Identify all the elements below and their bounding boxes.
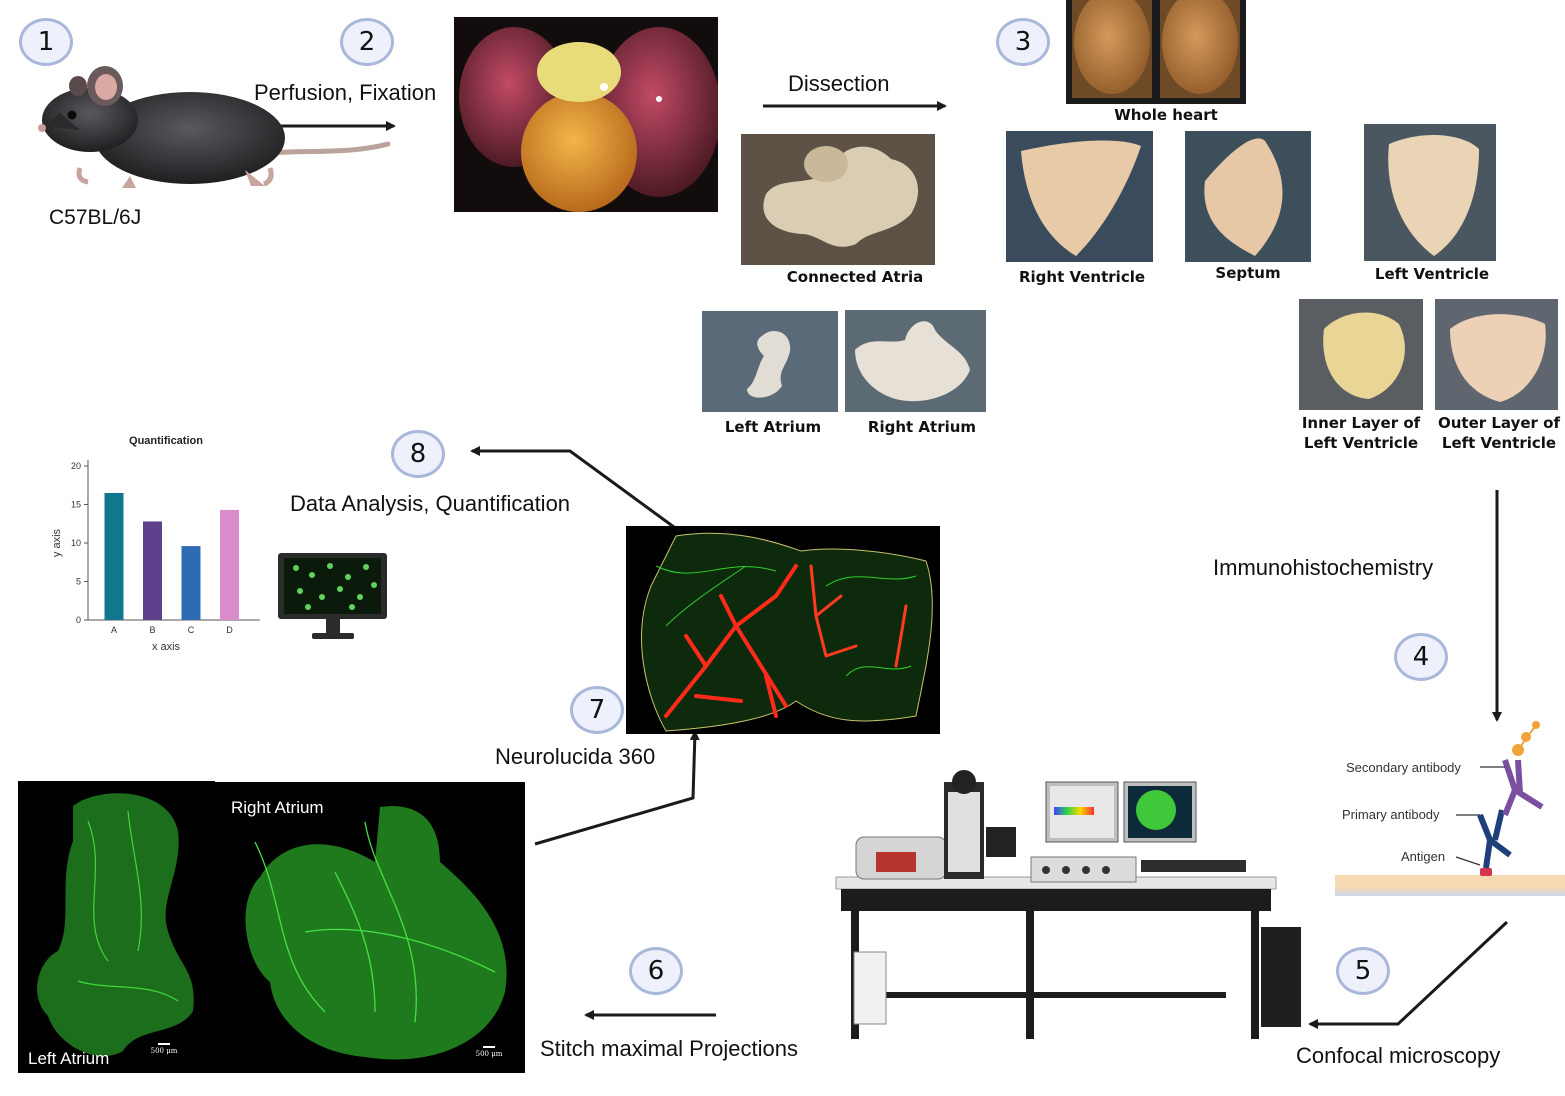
stitch-label: Stitch maximal Projections [540, 1036, 798, 1061]
x-tick-label: A [111, 625, 117, 635]
right-atrium-caption: Right Atrium [867, 418, 977, 436]
perfusion-label: Perfusion, Fixation [254, 80, 437, 105]
septum-caption: Septum [1215, 264, 1281, 282]
arrow-neurolucida [534, 730, 700, 846]
inner-layer-photo [1299, 299, 1423, 410]
right-ventricle-photo [1006, 131, 1153, 262]
bar-d [220, 509, 239, 620]
dissection-label: Dissection [788, 71, 890, 96]
step-3-badge: 3 [996, 18, 1050, 66]
strain-label: C57BL/6J [49, 206, 142, 229]
step-6-badge: 6 [629, 947, 683, 995]
x-tick-label: D [226, 625, 233, 635]
step-2-badge: 2 [340, 18, 394, 66]
y-tick-label: 15 [71, 500, 81, 510]
secondary-antibody-label: Secondary antibody [1346, 760, 1461, 775]
step-5-badge: 5 [1336, 947, 1390, 995]
y-axis-label: y axis [51, 528, 63, 557]
right-atrium-fluor-label: Right Atrium [231, 798, 324, 817]
mouse-image [38, 66, 391, 188]
inner-layer-caption-line2: Left Ventricle [1303, 434, 1419, 452]
y-tick-label: 0 [76, 615, 81, 625]
left-atrium-fluorescence: Left Atrium 500 μm [18, 781, 215, 1073]
y-tick-label: 5 [76, 577, 81, 587]
connected-atria-photo [741, 134, 935, 265]
connected-atria-caption: Connected Atria [786, 268, 924, 286]
immuno-label: Immunohistochemistry [1213, 555, 1434, 580]
step-7-badge: 7 [570, 686, 624, 734]
analysis-label: Data Analysis, Quantification [290, 491, 571, 516]
bar-a [104, 492, 124, 620]
inner-layer-caption: Inner Layer of Left Ventricle [1293, 413, 1429, 453]
antibody-diagram [1335, 721, 1565, 896]
outer-layer-caption-line1: Outer Layer of [1437, 414, 1560, 432]
left-atrium-photo [702, 311, 838, 412]
left-atrium-caption: Left Atrium [724, 418, 822, 436]
monitor-icon [278, 553, 387, 639]
bar-b [143, 521, 162, 620]
septum-photo [1185, 131, 1311, 262]
scale-bar-left: 500 μm [146, 1043, 182, 1055]
x-tick-label: C [188, 625, 195, 635]
whole-heart-caption: Whole heart [1114, 106, 1218, 124]
step-8-badge: 8 [391, 430, 445, 478]
right-atrium-photo [845, 310, 986, 412]
outer-layer-caption: Outer Layer of Left Ventricle [1430, 413, 1565, 453]
arrow-analysis [470, 446, 679, 532]
confocal-microscope-image [835, 770, 1301, 1039]
chart-title: Quantification [129, 435, 203, 447]
neurolucida-label: Neurolucida 360 [495, 744, 656, 769]
confocal-label: Confocal microscopy [1296, 1043, 1501, 1068]
arrow-confocal [1308, 920, 1509, 1029]
inner-layer-caption-line1: Inner Layer of [1301, 414, 1421, 432]
y-tick-label: 10 [71, 538, 81, 548]
x-tick-label: B [149, 625, 155, 635]
left-ventricle-photo [1364, 124, 1496, 261]
step-4-badge: 4 [1394, 633, 1448, 681]
perfused-heart-photo [454, 17, 718, 212]
left-atrium-fluor-label: Left Atrium [28, 1049, 110, 1068]
quantification-chart: Quantification 0 5 10 15 20A B C Dx axis y axis [51, 435, 260, 653]
bar-c [181, 546, 201, 620]
y-tick-label: 20 [71, 461, 81, 471]
step-1-badge: 1 [19, 18, 73, 66]
right-atrium-fluorescence: Right Atrium 500 μm [215, 782, 525, 1073]
outer-layer-caption-line2: Left Ventricle [1441, 434, 1557, 452]
x-axis-label: x axis [152, 641, 181, 653]
whole-heart-photo [1066, 0, 1246, 104]
neurolucida-trace-image [626, 526, 940, 734]
left-ventricle-caption: Left Ventricle [1374, 265, 1490, 283]
right-ventricle-caption: Right Ventricle [1018, 268, 1146, 286]
outer-layer-photo [1435, 299, 1558, 410]
antigen-label: Antigen [1401, 849, 1446, 864]
scale-bar-right-text: 500 μm [475, 1050, 503, 1058]
scale-bar-right: 500 μm [471, 1046, 507, 1058]
primary-antibody-label: Primary antibody [1342, 807, 1440, 822]
scale-bar-left-text: 500 μm [150, 1047, 178, 1055]
